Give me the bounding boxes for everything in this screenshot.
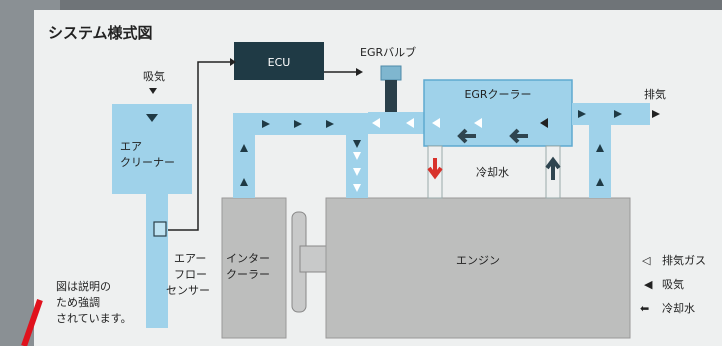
air-cleaner-label-1: エア: [120, 140, 142, 153]
afs-label-1: エアー: [174, 252, 206, 265]
coolant-label: 冷却水: [476, 166, 509, 179]
intake-top-arrow: [149, 88, 157, 94]
coolant-cold-arrow: [545, 156, 561, 180]
exhaust-arrow-2: [596, 144, 604, 152]
air-cleaner-label-2: クリーナー: [120, 156, 175, 169]
intake-arrow-6: [353, 140, 361, 148]
intake-arrow-2: [240, 144, 248, 152]
air-flow-sensor: [153, 221, 167, 237]
cooler-exhaust-arrow-3: [540, 118, 548, 128]
afs-signal-arrow: [230, 58, 236, 66]
intake-arrow-5: [326, 120, 334, 128]
exhaust-arrow-1: [596, 178, 604, 186]
note-line-2: ため強調: [56, 295, 100, 309]
intake-arrow-1: [240, 178, 248, 186]
ecu-to-egr-arrow: [356, 68, 363, 76]
intercooler-label-2: クーラー: [226, 268, 270, 281]
note-line-1: 図は説明の: [56, 279, 111, 293]
engine-label: エンジン: [456, 254, 500, 267]
note-line-3: されています。: [56, 312, 132, 325]
cooler-exhaust-arrow-1: [432, 118, 440, 128]
egr-valve-stem: [385, 80, 397, 116]
exhaust-label: 排気: [644, 87, 666, 101]
afs-label-3: センサー: [166, 284, 210, 297]
egr-cooler: [423, 79, 573, 147]
egr-mix-arrow-3: [353, 184, 361, 192]
engine-block: [325, 197, 631, 339]
afs-label-2: フロー: [174, 268, 207, 281]
ecu-box: [234, 42, 324, 80]
intercooler-label-1: インター: [226, 252, 270, 265]
cooler-coolant-arrow-2: [509, 128, 528, 144]
exhaust-arrow-4: [614, 110, 622, 118]
afs-signal-line: [163, 61, 230, 231]
egr-valve-head: [380, 65, 402, 81]
legend-label-coolant: 冷却水: [662, 302, 695, 315]
intake-top-label: 吸気: [143, 69, 165, 83]
exhaust-pipe-link: [572, 103, 602, 125]
exhaust-out-arrow: [652, 110, 660, 118]
cooler-coolant-arrow-1: [457, 128, 476, 144]
legend-symbol-coolant: ⬅: [640, 302, 649, 315]
fan-hub: [299, 245, 327, 273]
egr-pipe-arrow-2: [406, 118, 414, 128]
ecu-label: ECU: [268, 56, 291, 69]
intake-duct-vertical: [146, 194, 168, 328]
cooler-exhaust-arrow-2: [474, 118, 482, 128]
legend-symbol-intake: ◀: [644, 278, 653, 291]
intake-arrow-4: [294, 120, 302, 128]
coolant-hot-arrow: [427, 158, 443, 180]
egr-valve-label: EGRバルブ: [360, 45, 416, 59]
legend-symbol-exhaust: ◁: [642, 254, 651, 267]
intake-arrow-3: [262, 120, 270, 128]
egr-cooler-label: EGRクーラー: [464, 88, 531, 101]
air-cleaner-arrow: [146, 114, 158, 122]
egr-mix-arrow-1: [353, 152, 361, 160]
diagram-title: システム様式図: [48, 24, 153, 42]
intercooler: [221, 197, 287, 339]
red-pen-mark: [21, 299, 43, 346]
exhaust-arrow-3: [578, 110, 586, 118]
legend-label-intake: 吸気: [662, 277, 684, 291]
egr-pipe-arrow-1: [372, 118, 380, 128]
egr-pipe: [368, 112, 428, 134]
legend-label-exhaust: 排気ガス: [662, 253, 706, 267]
egr-mix-arrow-2: [353, 168, 361, 176]
